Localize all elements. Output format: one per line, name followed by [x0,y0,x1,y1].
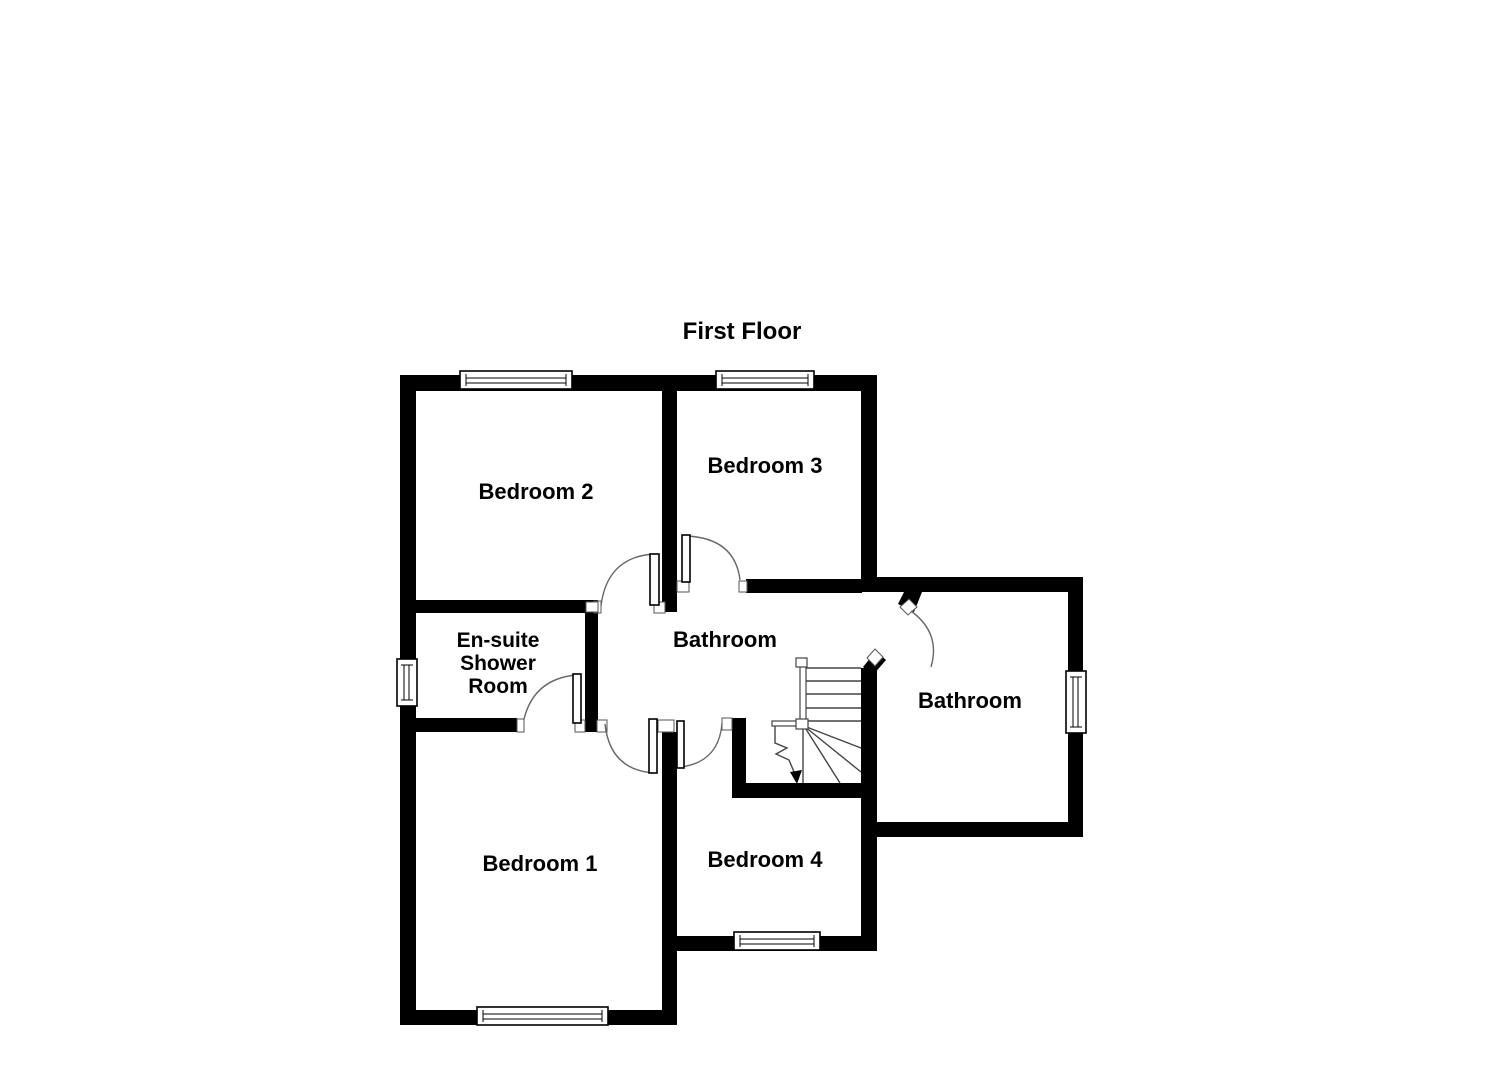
room-label-ensuite-line3: Room [468,675,528,698]
window-bedroom4 [733,931,821,951]
stair-treads [806,667,861,722]
window-bedroom2 [459,370,573,390]
stair-newel-top [795,657,808,668]
room-label-bedroom2: Bedroom 2 [479,479,594,504]
wall-divider-bed1-bed4 [662,732,677,1025]
jamb [585,601,599,613]
wall-extension-top [861,577,1083,592]
room-label-bedroom3: Bedroom 3 [708,453,823,478]
door-bedroom4 [676,720,723,769]
wall-bedroom2-bottom [400,600,598,613]
room-label-bedroom4: Bedroom 4 [708,847,824,872]
stair-direction-arrow [774,726,798,780]
doors [523,534,935,774]
jamb [721,717,733,731]
window-bedroom3 [715,370,815,390]
jamb [596,719,608,733]
stair-arrow-head [790,770,802,784]
door-jambs [516,580,918,733]
walls [400,375,1083,1025]
stair-landing-edge [771,720,799,727]
door-bedroom2 [600,553,660,607]
wall-bedroom3-bottom [746,579,862,593]
jamb [657,719,675,733]
window-bedroom1 [476,1006,609,1026]
jamb-diamond-stairs [866,648,884,667]
stair-newel-mid [795,718,809,730]
room-label-ensuite-line2: Shower [460,652,536,675]
jamb-diamond-bathroom-door [899,598,918,616]
wall-ensuite-right [585,612,598,732]
jamb [738,580,748,593]
windows [396,370,1087,1026]
door-bedroom3 [681,534,741,583]
stair-rail [799,663,807,725]
room-label-bathroom-right: Bathroom [918,688,1022,713]
wall-bedroom3-right [861,375,877,592]
room-label-ensuite-line1: En-suite [457,629,540,652]
page-title: First Floor [683,318,802,345]
wall-bedroom4-top [732,783,863,798]
door-ensuite [523,673,582,724]
stair-winders [802,725,862,784]
door-bathroom-right [910,610,935,668]
window-ensuite [396,658,418,707]
labels: First Floor Bedroom 2 Bedroom 3 En-suite… [457,318,1022,876]
door-bedroom1 [604,718,658,774]
wall-bathroom-bottom [865,822,1083,837]
window-bathroom-right [1065,670,1087,734]
wall-divider-bed2-bed3 [662,375,677,612]
wall-bedroom1-top [400,718,517,732]
wall-bedroom4-door-stub [732,718,746,792]
room-label-bedroom1: Bedroom 1 [483,851,598,876]
wall-bedroom4-right [861,822,877,951]
jamb [516,718,525,733]
staircase [771,657,862,784]
wall-stairs-right [861,668,877,822]
room-label-landing-bathroom: Bathroom [673,627,777,652]
